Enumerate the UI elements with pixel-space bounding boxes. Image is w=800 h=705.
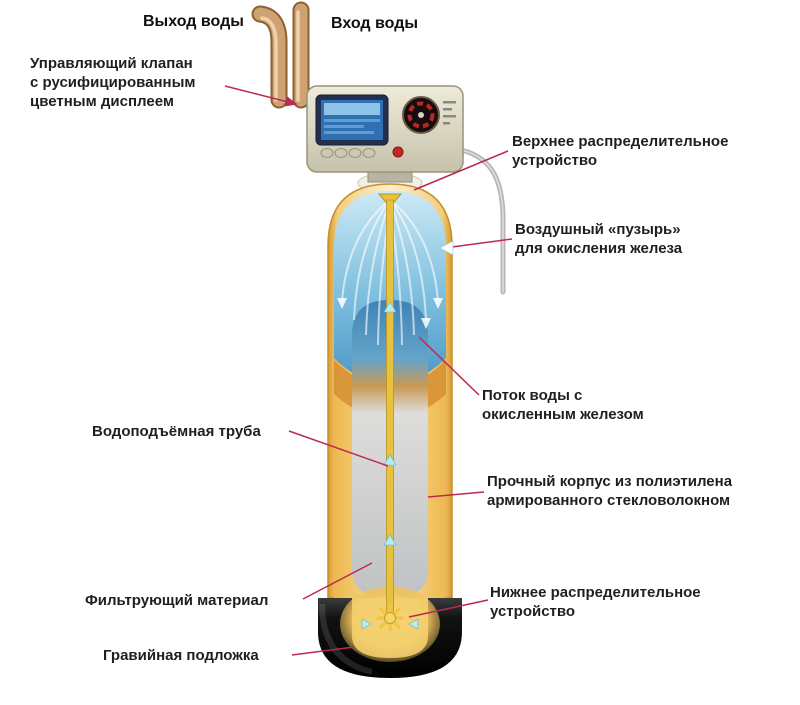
valve-buttons [320, 148, 376, 158]
label-filter-media: Фильтрующий материал [85, 592, 269, 609]
lower-distributor-device [376, 604, 404, 632]
label-oxidized-flow: Поток воды с окисленным железом [482, 387, 644, 423]
label-air-bubble: Воздушный «пузырь» для окисления железа [515, 221, 683, 257]
riser-flow-arrows [361, 301, 419, 630]
label-lower-distributor: Нижнее распределительное устройство [490, 584, 701, 620]
label-gravel-bed: Гравийная подложка [103, 647, 259, 664]
flow-arrows [337, 298, 443, 329]
valve-red-button [392, 146, 404, 158]
label-tank-body: Прочный корпус из полиэтилена армированн… [487, 473, 733, 509]
control-valve-unit [306, 85, 464, 183]
label-water-outlet: Выход воды [143, 13, 244, 30]
label-riser-pipe: Водоподъёмная труба [92, 423, 261, 440]
leader-lines [224, 85, 513, 656]
label-control-valve: Управляющий клапан с русифицированным цв… [30, 55, 196, 110]
drain-tube [458, 147, 506, 295]
inlet-pipe [292, 1, 310, 109]
label-water-inlet: Вход воды [331, 15, 419, 32]
air-bubble-arrow [439, 240, 454, 256]
valve-display [315, 94, 389, 146]
valve-side-markings [443, 101, 456, 125]
outlet-pipe [251, 5, 288, 109]
label-upper-distributor: Верхнее распределительное устройство [512, 133, 729, 169]
valve-dial [402, 96, 440, 134]
